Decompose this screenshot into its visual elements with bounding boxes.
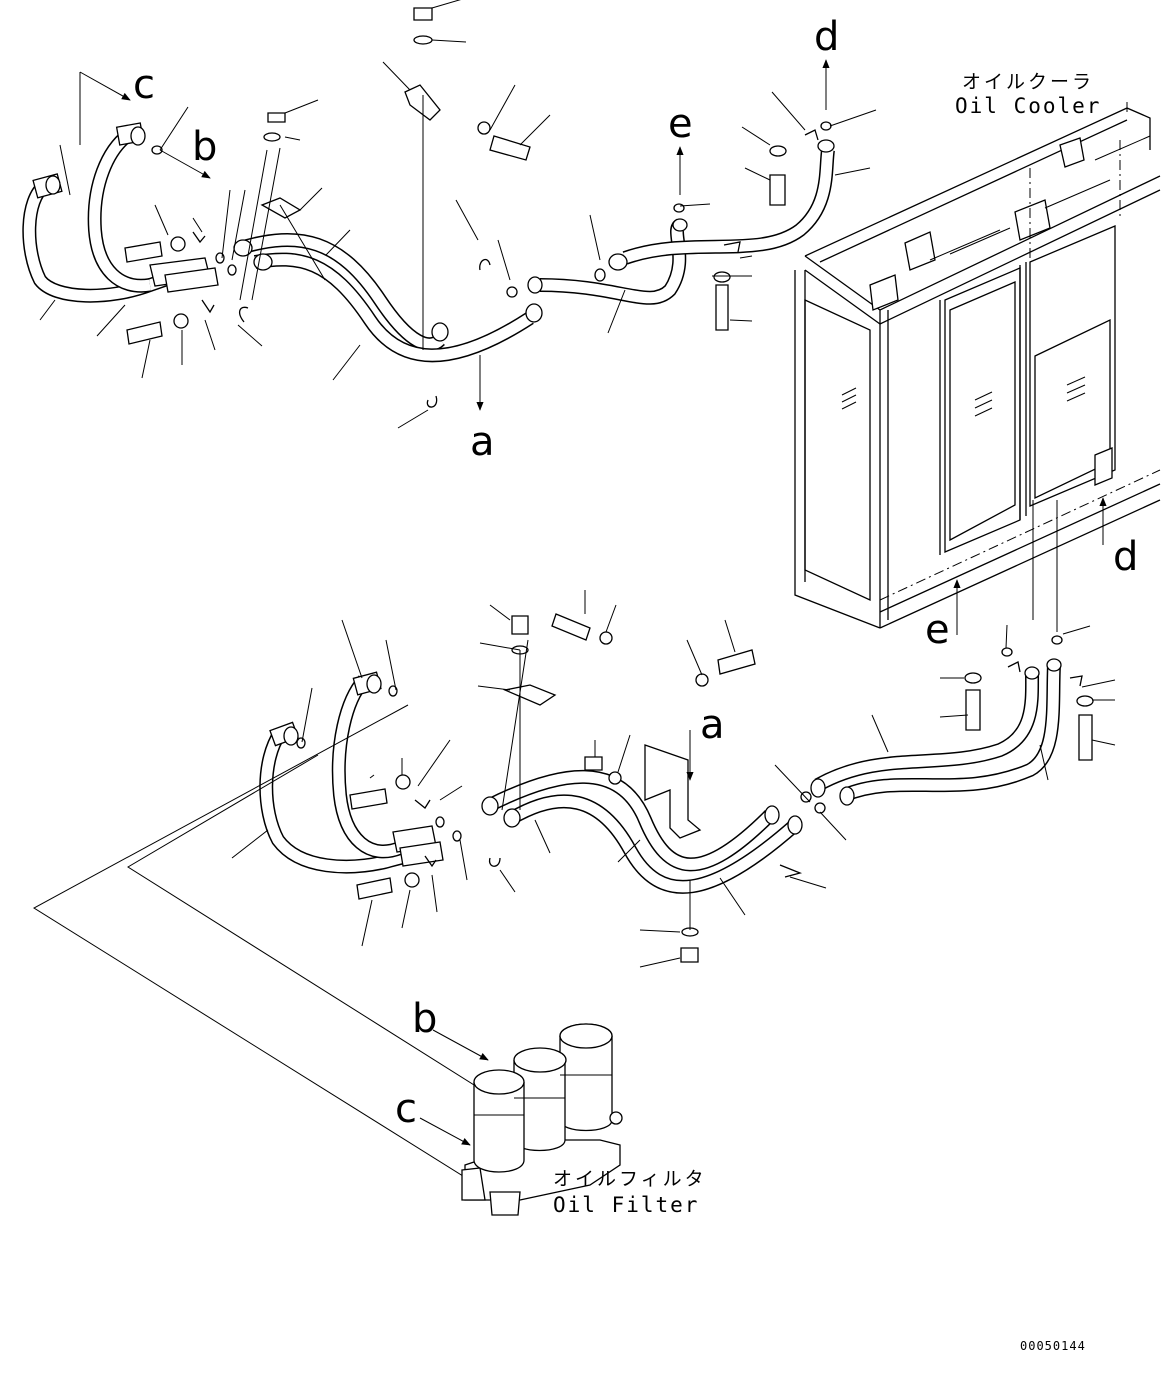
drawing-number: 00050144 (1020, 1339, 1086, 1353)
oil-filter-label-en: Oil Filter (553, 1193, 699, 1217)
oil-filter-assembly (461, 1023, 623, 1216)
callout-b-bottom: b (412, 996, 437, 1042)
callout-letters: c b a e d a d e b c (133, 14, 1138, 1132)
callout-c-bottom: c (395, 1086, 417, 1132)
callout-arrows (79, 59, 1107, 1146)
callout-b-top: b (192, 124, 217, 170)
upper-hose-group (22, 7, 835, 408)
oil-cooler-assembly (794, 102, 1161, 629)
callout-d-top: d (814, 14, 839, 60)
oil-cooler-label-en: Oil Cooler (955, 94, 1101, 118)
upper-leader-lines (39, 0, 877, 429)
callout-a-top: a (470, 419, 495, 465)
callout-d-right: d (1113, 534, 1138, 580)
callout-e-top: e (668, 101, 693, 147)
callout-a-mid: a (700, 702, 725, 748)
callout-e-right: e (925, 607, 950, 653)
oil-cooler-label-jp: オイルクーラ (962, 71, 1094, 93)
callout-c-top: c (133, 62, 155, 108)
oil-filter-label-jp: オイルフィルタ (553, 1168, 707, 1190)
lower-hose-group (259, 613, 1094, 963)
